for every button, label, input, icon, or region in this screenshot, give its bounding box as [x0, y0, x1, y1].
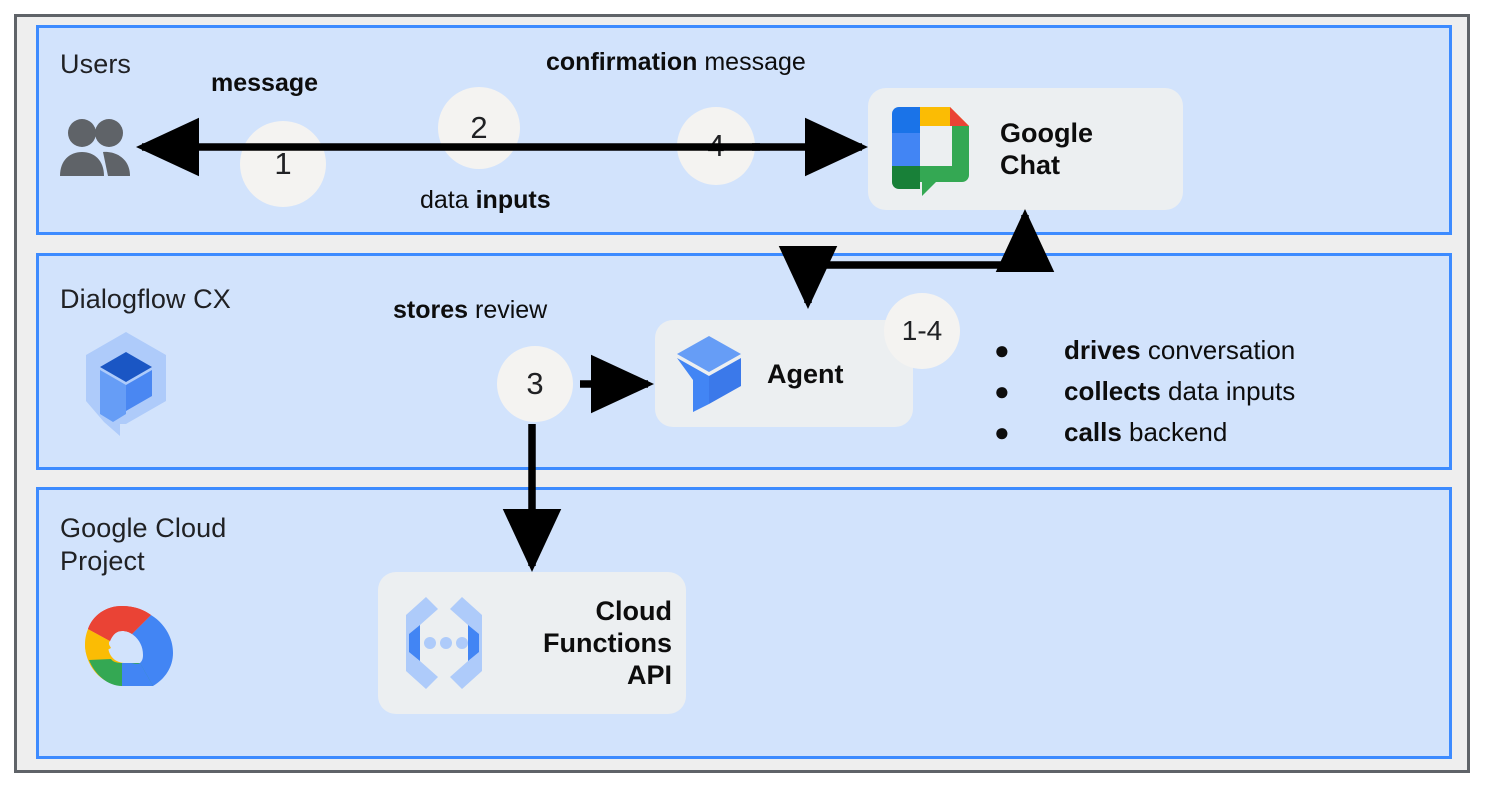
edge-label-stores-review: stores review — [393, 296, 548, 324]
card-cloud-functions[interactable]: Cloud Functions API — [378, 572, 686, 714]
bullet-icon: ● — [994, 376, 1010, 406]
band-title-users: Users — [60, 49, 132, 79]
google-chat-icon — [892, 107, 969, 196]
bullet-icon: ● — [994, 417, 1010, 447]
card-google-chat[interactable]: Google Chat — [868, 88, 1183, 210]
band-title-google-cloud-project: Google Cloud Project — [60, 513, 227, 576]
google-cloud-icon — [66, 603, 178, 689]
dialogflow-cx-icon — [80, 330, 172, 438]
step-circle-1-4[interactable]: 1-4 — [884, 293, 960, 369]
edge-label-confirmation-message: confirmation message — [546, 48, 806, 76]
edge-label-message: message — [211, 69, 319, 97]
dialogflow-agent-icon — [677, 335, 741, 412]
card-label-cloud-functions: Cloud Functions API — [543, 596, 672, 690]
card-label-google-chat: Google Chat — [1000, 118, 1093, 180]
card-agent[interactable]: Agent — [655, 320, 913, 427]
step-circle-1[interactable]: 1 — [240, 121, 326, 207]
list-item: ● drives conversation — [994, 330, 1414, 371]
note-text: collects data inputs — [1064, 376, 1296, 406]
list-item: ● calls backend — [994, 412, 1414, 453]
users-icon — [58, 118, 134, 180]
bullet-icon: ● — [994, 335, 1010, 365]
note-text: calls backend — [1064, 417, 1228, 447]
agent-notes-list: ● drives conversation ● collects data in… — [994, 330, 1414, 453]
note-text: drives conversation — [1064, 335, 1296, 365]
edge-label-data-inputs: data inputs — [420, 186, 551, 214]
list-item: ● collects data inputs — [994, 371, 1414, 412]
step-circle-3[interactable]: 3 — [497, 346, 573, 422]
band-title-dialogflow-cx: Dialogflow CX — [60, 284, 231, 314]
card-label-agent: Agent — [767, 358, 844, 389]
step-circle-2[interactable]: 2 — [438, 87, 520, 169]
band-google-cloud-project — [36, 487, 1452, 759]
cloud-functions-icon — [406, 597, 482, 689]
step-circle-4[interactable]: 4 — [677, 107, 755, 185]
